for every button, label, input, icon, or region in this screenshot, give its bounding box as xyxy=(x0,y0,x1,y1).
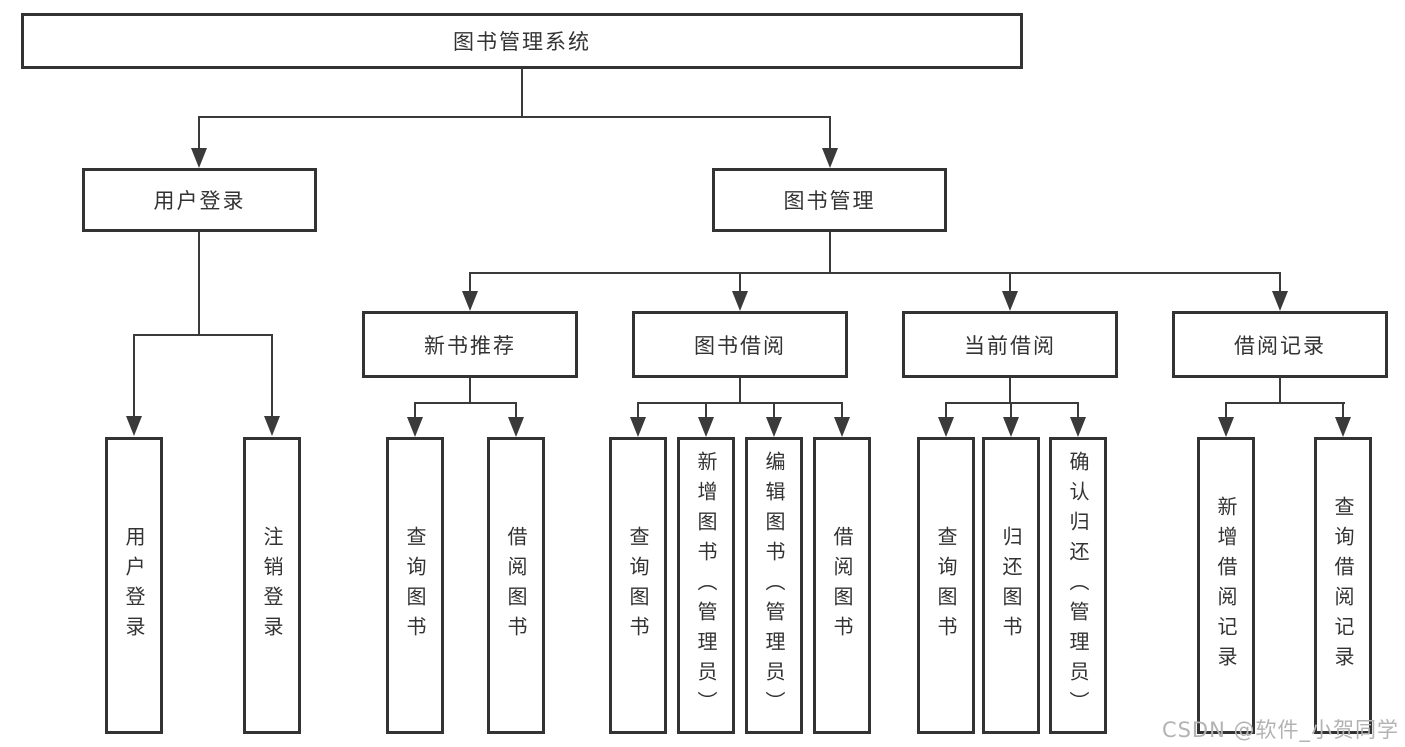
leaf-logout: 注销登录 xyxy=(243,437,301,734)
connector-line xyxy=(1279,378,1281,404)
arrow-down-icon xyxy=(1002,291,1018,311)
leaf-add-borrow-record: 新增借阅记录 xyxy=(1197,437,1255,734)
connector-line xyxy=(739,378,741,404)
leaf-borrow-books: 借阅图书 xyxy=(813,437,871,734)
node-book-borrow: 图书借阅 xyxy=(632,311,848,378)
node-current-borrow: 当前借阅 xyxy=(902,311,1118,378)
connector-line xyxy=(133,334,135,418)
leaf-confirm-return-admin: 确认归还（管理员） xyxy=(1049,437,1107,734)
arrow-down-icon xyxy=(1335,417,1351,437)
connector-line xyxy=(469,378,471,404)
leaf-return-books: 归还图书 xyxy=(982,437,1040,734)
arrow-down-icon xyxy=(1003,417,1019,437)
arrow-down-icon xyxy=(407,417,423,437)
connector-line xyxy=(521,69,523,117)
arrow-down-icon xyxy=(938,417,954,437)
connector-line xyxy=(515,402,517,418)
arrow-down-icon xyxy=(822,148,838,168)
arrow-down-icon xyxy=(191,148,207,168)
leaf-edit-books-admin: 编辑图书（管理员） xyxy=(745,437,803,734)
connector-line xyxy=(133,334,273,336)
connector-line xyxy=(637,402,843,404)
connector-line xyxy=(271,334,273,418)
connector-line xyxy=(1077,402,1079,418)
connector-line xyxy=(773,402,775,418)
connector-line xyxy=(198,116,200,150)
leaf-query-books-borrow: 查询图书 xyxy=(609,437,667,734)
connector-line xyxy=(841,402,843,418)
connector-line xyxy=(945,402,1079,404)
connector-line xyxy=(1009,272,1011,292)
leaf-user-login: 用户登录 xyxy=(105,437,163,734)
connector-line xyxy=(705,402,707,418)
connector-line xyxy=(1279,272,1281,292)
arrow-down-icon xyxy=(698,417,714,437)
connector-line xyxy=(1225,402,1345,404)
node-borrow-records: 借阅记录 xyxy=(1172,311,1388,378)
connector-line xyxy=(414,402,416,418)
arrow-down-icon xyxy=(1272,291,1288,311)
arrow-down-icon xyxy=(508,417,524,437)
connector-line xyxy=(829,232,831,274)
connector-line xyxy=(945,402,947,418)
connector-line xyxy=(1342,402,1344,418)
arrow-down-icon xyxy=(264,416,280,436)
leaf-query-books-recommend: 查询图书 xyxy=(386,437,444,734)
node-new-book-recommend: 新书推荐 xyxy=(362,311,578,378)
connector-line xyxy=(198,232,200,336)
connector-line xyxy=(1009,378,1011,404)
arrow-down-icon xyxy=(630,417,646,437)
arrow-down-icon xyxy=(1218,417,1234,437)
connector-line xyxy=(469,272,1281,274)
connector-line xyxy=(469,272,471,292)
connector-line xyxy=(198,116,831,118)
connector-line xyxy=(637,402,639,418)
node-book-management: 图书管理 xyxy=(712,168,947,232)
connector-line xyxy=(414,402,517,404)
arrow-down-icon xyxy=(1070,417,1086,437)
leaf-borrow-books-recommend: 借阅图书 xyxy=(487,437,545,734)
csdn-watermark: CSDN @软件_小贺同学 xyxy=(1161,718,1399,742)
arrow-down-icon xyxy=(126,416,142,436)
leaf-query-books-current: 查询图书 xyxy=(917,437,975,734)
leaf-query-borrow-record: 查询借阅记录 xyxy=(1314,437,1372,734)
arrow-down-icon xyxy=(834,417,850,437)
connector-line xyxy=(1010,402,1012,418)
connector-line xyxy=(829,116,831,150)
arrow-down-icon xyxy=(766,417,782,437)
leaf-add-books-admin: 新增图书（管理员） xyxy=(677,437,735,734)
arrow-down-icon xyxy=(732,291,748,311)
node-root: 图书管理系统 xyxy=(21,13,1023,69)
connector-line xyxy=(1225,402,1227,418)
node-user-login: 用户登录 xyxy=(82,168,317,232)
connector-line xyxy=(739,272,741,292)
arrow-down-icon xyxy=(462,291,478,311)
